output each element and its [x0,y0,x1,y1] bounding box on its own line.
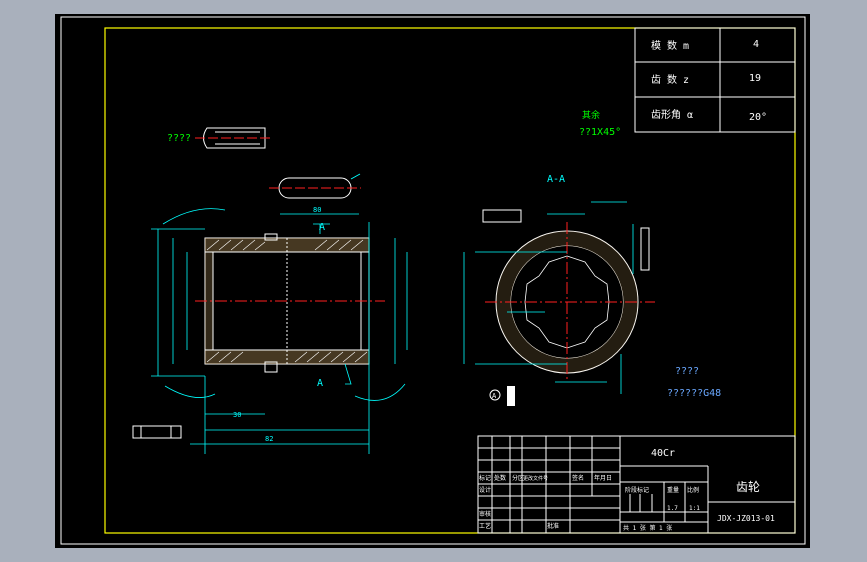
section-mark-a: A [492,392,497,400]
section-arrow-a-top: A [319,222,325,233]
row-label-0: 标记 [479,474,491,482]
module-value: 4 [753,39,759,50]
parameter-table: 模 数 m 4 齿 数 z 19 齿形角 α 20° [634,27,796,133]
section-label-aa: A-A [547,174,565,185]
drawing-number-cell: JDX-JZ013-01 [717,514,775,523]
row-label-3: 更改文件号 [523,475,548,482]
chamfer-note: ??1X45° [579,127,621,138]
weight-value: 1.7 [667,505,678,512]
inner-border [104,27,796,534]
approve-label: 批准 [547,522,559,530]
design-label: 设计 [479,486,491,494]
weight-label: 重量 [667,486,679,494]
dim-30: 30 [233,411,241,419]
tech-requirement-title: ???? [675,366,699,377]
part-name-cell: 齿轮 [736,480,760,494]
outer-border [60,16,806,545]
tech-requirement-detail: ??????G48 [667,388,721,399]
dim-80: 80 [313,206,321,214]
title-block: 40Cr 齿轮 JDX-JZ013-01 标记 处数 分区 更改文件号 签名 年… [477,435,796,534]
aa-section-view: A [463,201,655,406]
angle-value: 20° [749,112,767,123]
row-label-4: 签名 [572,474,584,482]
keyway-view [269,173,361,199]
material-cell: 40Cr [651,448,675,459]
section-arrow-a-bottom: A [317,378,323,389]
row-label-1: 处数 [494,474,506,482]
main-section-view: 80 82 30 A A [151,206,408,454]
scale-value: 1:1 [689,505,700,512]
process-label: 工艺 [479,522,491,530]
row-label-5: 年月日 [594,474,612,482]
scale-label: 比例 [687,486,699,494]
chamfer-note-top: 其余 [582,109,600,121]
tolerance-frame [132,425,182,439]
stage-label: 阶段标记 [625,486,649,494]
teeth-value: 19 [749,73,761,84]
sheet-count: 共 1 张 第 1 张 [623,524,672,532]
angle-label: 齿形角 α [651,109,693,121]
dim-82: 82 [265,435,273,443]
module-label: 模 数 m [651,39,689,52]
drawing-canvas: 模 数 m 4 齿 数 z 19 齿形角 α 20° 其余 ??1X45° ??… [55,14,810,548]
cad-drawing: 模 数 m 4 齿 数 z 19 齿形角 α 20° 其余 ??1X45° ??… [60,16,806,545]
teeth-label: 齿 数 z [651,73,689,86]
key-slot-view [195,127,270,149]
check-label: 审核 [479,510,491,518]
row-label-2: 分区 [512,474,524,482]
top-left-question: ???? [167,133,191,144]
